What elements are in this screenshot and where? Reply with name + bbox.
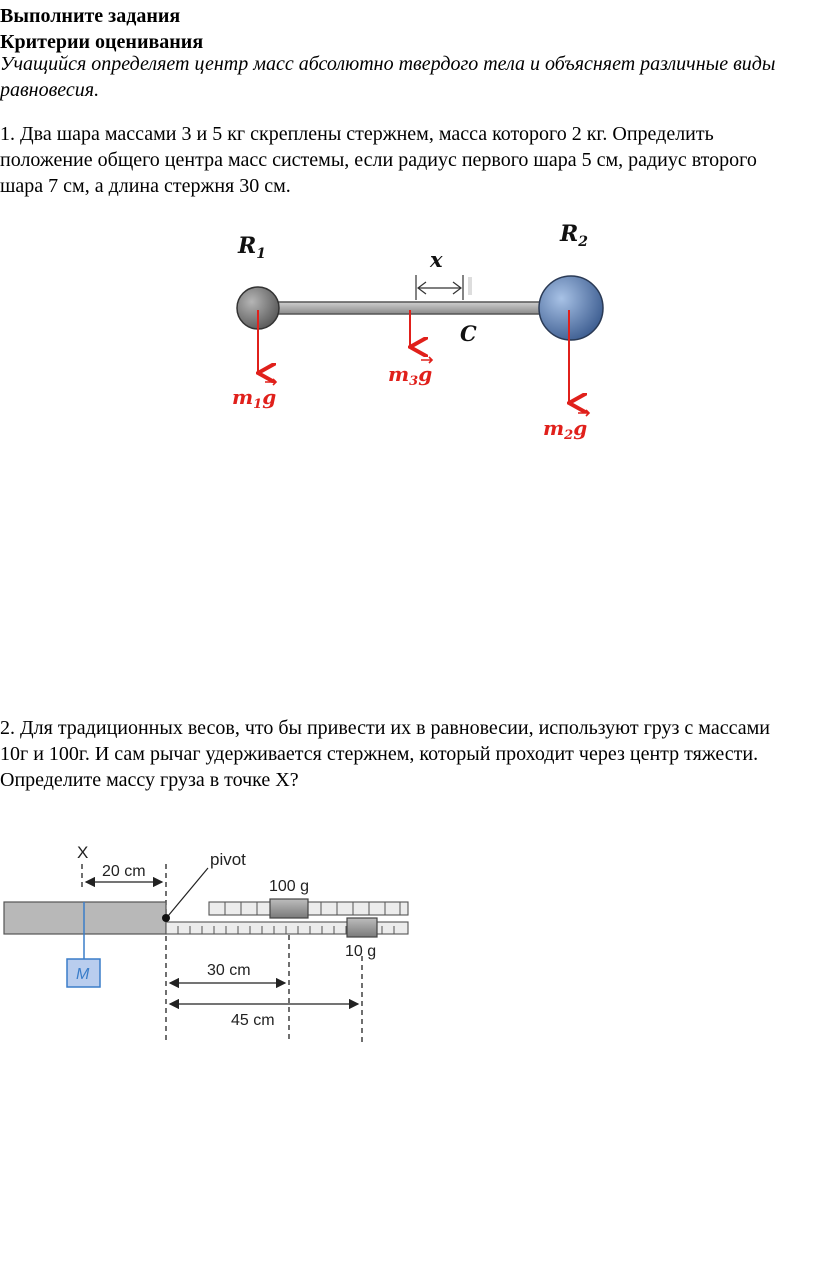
label-r1: R1 — [237, 233, 266, 262]
weight-100g — [269, 898, 309, 919]
label-30cm: 30 cm — [207, 962, 251, 979]
weight-10g — [346, 917, 378, 938]
label-20cm: 20 cm — [102, 863, 146, 880]
label-100g: 100 g — [269, 878, 309, 895]
task2-figure: X 20 cm pivot — [3, 843, 409, 1043]
page-title: Выполните задания — [0, 5, 181, 27]
task2-line-3: Определите массу груза в точке Х? — [0, 769, 299, 791]
task1-figure: R1 R2 x C m1g m3g m2g — [232, 221, 604, 443]
label-pivot: pivot — [210, 850, 246, 869]
label-m3g: m3g — [388, 362, 432, 389]
ball-2 — [538, 275, 604, 341]
task2-line-1: 2. Для традиционных весов, что бы привес… — [0, 717, 770, 739]
task1-line-1: 1. Два шара массами 3 и 5 кг скреплены с… — [0, 123, 714, 145]
label-c: C — [460, 321, 477, 346]
label-x-point: X — [77, 843, 88, 862]
label-45cm: 45 cm — [231, 1012, 275, 1029]
pivot-leader — [167, 867, 209, 917]
criteria-heading: Критерии оценивания — [0, 31, 204, 53]
task1-line-3: шара 7 см, а длина стержня 30 см. — [0, 175, 291, 197]
mass-box — [66, 958, 101, 988]
label-x: x — [429, 247, 443, 272]
label-mass-m: M — [76, 966, 90, 983]
label-m2g: m2g — [543, 416, 587, 443]
task2-line-2: 10г и 100г. И сам рычаг удерживается сте… — [0, 743, 759, 765]
objective-text: Учащийся определяет центр масс абсолютно… — [0, 53, 776, 101]
task1-line-2: положение общего центра масс системы, ес… — [0, 149, 757, 171]
label-m1g: m1g — [232, 385, 276, 412]
label-r2: R2 — [559, 221, 588, 250]
rod — [269, 301, 546, 315]
pivot-point — [162, 914, 170, 922]
lever-beam — [3, 901, 167, 935]
label-10g: 10 g — [345, 943, 376, 960]
